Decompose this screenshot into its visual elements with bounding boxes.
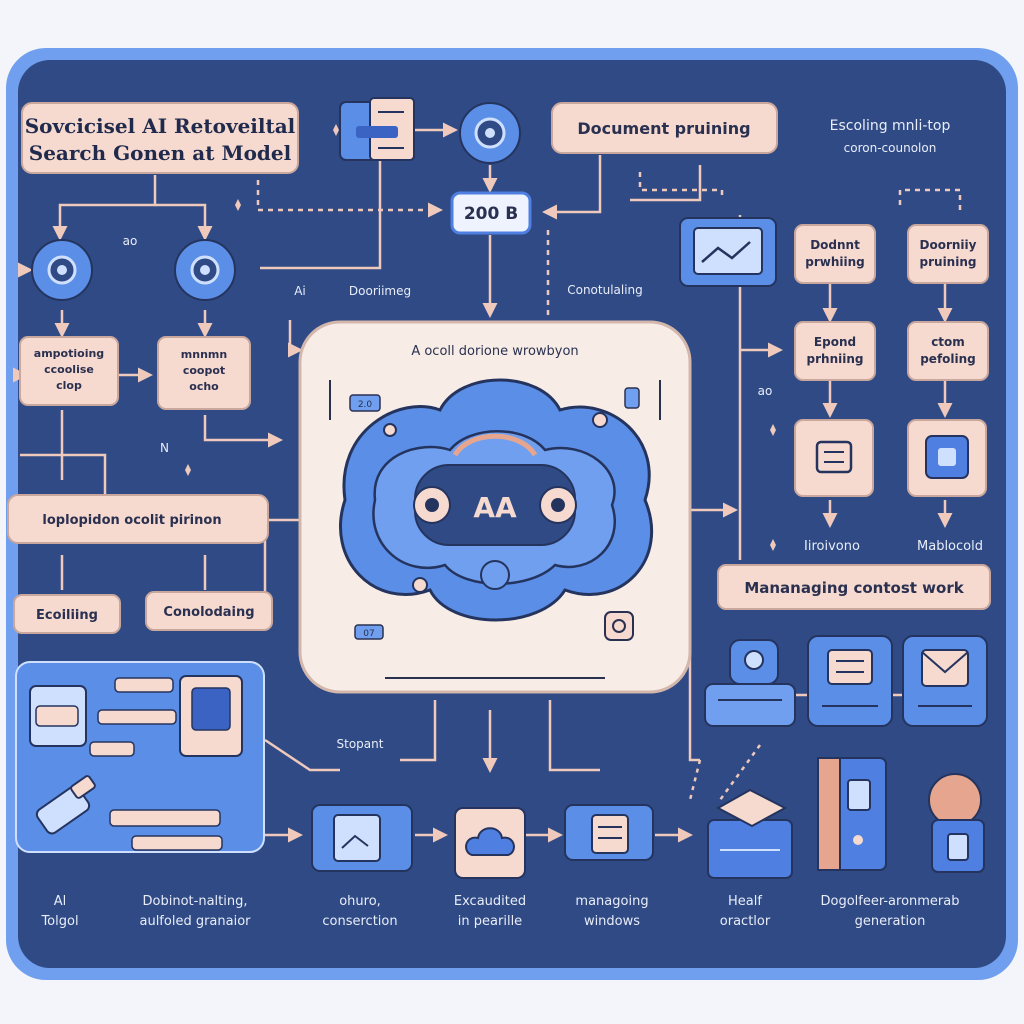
core-text: AA bbox=[473, 491, 517, 524]
windows-line1: managoing bbox=[575, 894, 648, 909]
escaling-line1: Escoling mnli-top bbox=[830, 118, 951, 134]
health-line2: oractlor bbox=[720, 914, 771, 929]
chip-icon-right bbox=[907, 419, 987, 497]
right-col1-top-box: Dodnnt prwhiing bbox=[794, 224, 876, 284]
health-line1: Healf bbox=[728, 894, 762, 909]
doc-gen-line1: Dobinot-nalting, bbox=[143, 894, 248, 909]
exploration-label: loplopidon ocolit pirinon bbox=[42, 513, 221, 528]
ai-tool-line2: Tolgol bbox=[40, 914, 78, 929]
escaling-label: Ecoiliing bbox=[36, 608, 98, 623]
health-box-icon bbox=[707, 788, 793, 879]
cloud-exec-icon bbox=[454, 807, 526, 879]
right-col2-mid-line2: pefoling bbox=[920, 352, 976, 366]
coopot-box: mnnmn coopot ocho bbox=[157, 336, 251, 410]
bottom-left-panel bbox=[15, 661, 265, 853]
exec-line1: Excaudited bbox=[454, 894, 526, 909]
right-col2-bottom: Mablocold bbox=[917, 539, 983, 554]
doc-gen-line2: aulfoled granaior bbox=[139, 914, 251, 929]
eye-node-icon-right bbox=[174, 239, 236, 301]
badge-left-bottom: 07 bbox=[363, 629, 374, 639]
usb-tool-icon bbox=[35, 775, 96, 835]
managing-label: Mananaging contost work bbox=[744, 579, 964, 597]
n-label: N bbox=[160, 441, 169, 455]
managing-box: Mananaging contost work bbox=[717, 564, 991, 610]
escaling-box: Ecoiliing bbox=[13, 594, 121, 634]
right-col1-mid-box: Epond prhniing bbox=[794, 321, 876, 381]
right-ao-label: ao bbox=[758, 384, 773, 398]
conotulaling-label: Conotulaling bbox=[567, 283, 643, 297]
title-box: Sovcicisel AI Retoveiltal Search Gonen a… bbox=[21, 102, 299, 174]
degen-line2: generation bbox=[855, 914, 926, 929]
right-col1-mid-line1: Epond bbox=[814, 335, 856, 349]
cache-badge-label: 200 B bbox=[464, 204, 518, 224]
list-card-icon bbox=[807, 635, 893, 727]
sparkles bbox=[185, 124, 776, 551]
struct-doc-icon bbox=[311, 804, 413, 872]
ao-label: ao bbox=[123, 234, 138, 248]
brain-core-icon: AA bbox=[339, 378, 653, 622]
robot-icon bbox=[704, 639, 796, 727]
core-caption: A ocoll dorione wrowbyon bbox=[411, 344, 578, 359]
right-col2-top-line1: Doorniiy bbox=[920, 238, 977, 252]
cache-badge: 200 B bbox=[450, 191, 532, 235]
coopot-line2: coopot bbox=[183, 364, 225, 377]
consolidating-label: Conolodaing bbox=[163, 605, 254, 620]
ai-tool-line1: Al bbox=[54, 894, 67, 909]
right-col2-mid-box: ctom pefoling bbox=[907, 321, 989, 381]
document-pruning-label: Document pruining bbox=[577, 119, 750, 138]
windows-line2: windows bbox=[584, 914, 640, 929]
right-col1-mid-line2: prhniing bbox=[807, 352, 864, 366]
right-col1-top-line1: Dodnnt bbox=[810, 238, 860, 252]
exec-line2: in pearille bbox=[458, 914, 522, 929]
struct-line2: conserction bbox=[322, 914, 397, 929]
right-col1-top-line2: prwhiing bbox=[805, 255, 865, 269]
eye-node-icon-top bbox=[459, 102, 521, 164]
gear-icon bbox=[928, 773, 985, 873]
badge-left-top: 2.0 bbox=[358, 400, 373, 410]
struct-line1: ohuro, bbox=[339, 894, 381, 909]
exploration-box: loplopidon ocolit pirinon bbox=[7, 494, 269, 544]
degen-line1: Dogolfeer-aronmerab bbox=[820, 894, 959, 909]
ampotioing-line2: ccoolise bbox=[44, 363, 94, 376]
ai-label: Ai bbox=[294, 284, 306, 298]
right-col2-mid-line1: ctom bbox=[931, 335, 965, 349]
chip-icon-left bbox=[794, 419, 874, 497]
stopant-label: Stopant bbox=[337, 737, 384, 751]
consolidating-box: Conolodaing bbox=[145, 591, 273, 631]
docring-label: Dooriimeg bbox=[349, 284, 411, 298]
server-icon bbox=[817, 757, 887, 871]
escaling-line2: coron-counolon bbox=[844, 141, 937, 155]
title-line2: Search Gonen at Model bbox=[29, 141, 292, 165]
mail-icon bbox=[902, 635, 988, 727]
document-icon bbox=[339, 97, 415, 161]
right-col2-top-box: Doorniiy pruining bbox=[907, 224, 989, 284]
title-line1: Sovcicisel AI Retoveiltal bbox=[25, 114, 296, 138]
coopot-line1: mnnmn bbox=[181, 348, 227, 361]
right-col2-top-line2: pruining bbox=[920, 255, 977, 269]
ampotioing-line1: ampotioing bbox=[34, 347, 104, 360]
windows-doc-icon bbox=[564, 804, 654, 861]
eye-node-icon-left bbox=[31, 239, 93, 301]
monitor-icon bbox=[679, 217, 777, 287]
ampotioing-box: ampotioing ccoolise clop bbox=[19, 336, 119, 406]
connectors bbox=[13, 122, 962, 843]
right-col1-bottom: Iiroivono bbox=[804, 539, 860, 554]
document-pruning-box: Document pruining bbox=[551, 102, 778, 154]
ampotioing-line3: clop bbox=[56, 379, 82, 392]
coopot-line3: ocho bbox=[189, 380, 219, 393]
